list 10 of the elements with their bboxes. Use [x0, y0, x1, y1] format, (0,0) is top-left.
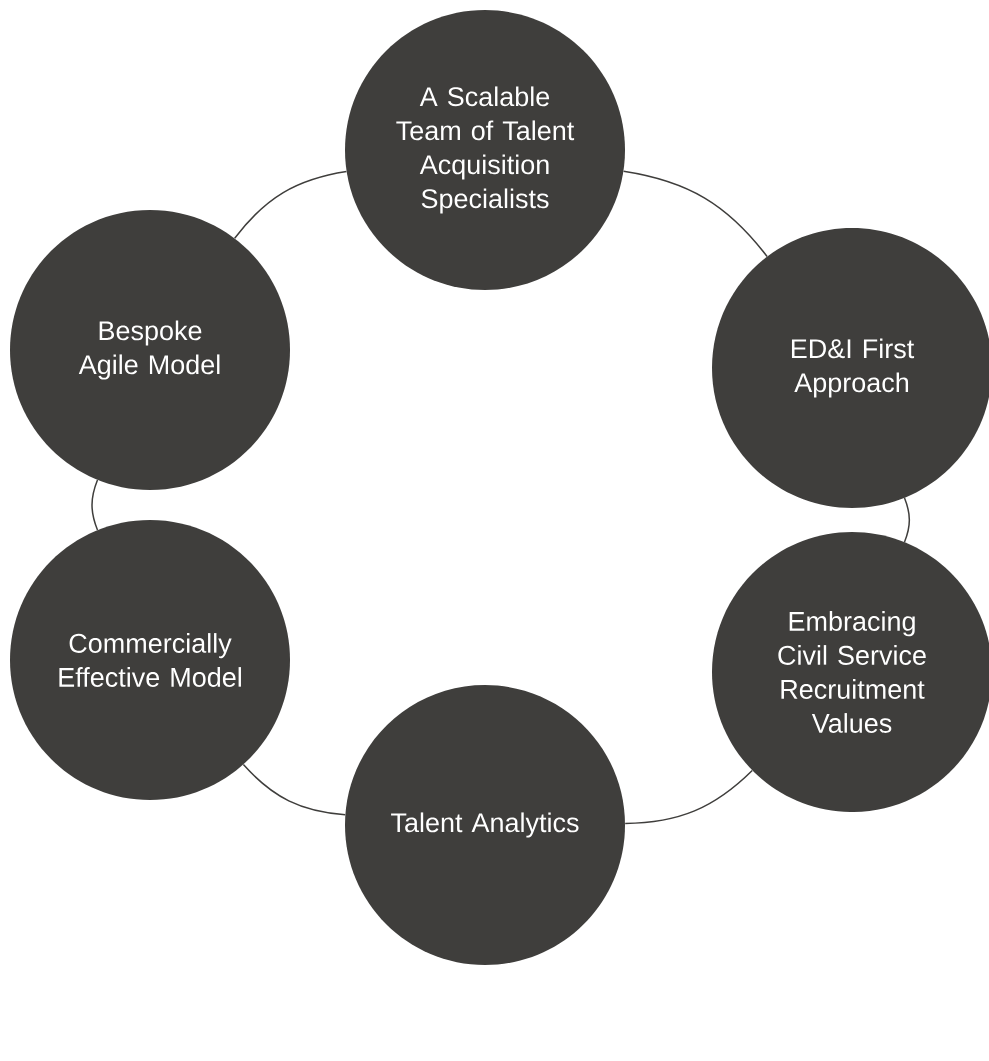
ring-connector — [622, 170, 768, 258]
circle-node: Talent Analytics — [345, 685, 625, 965]
ring-connector — [233, 170, 348, 240]
circle-node: A Scalable Team of Talent Acquisition Specialists — [345, 10, 625, 290]
circle-node: Bespoke Agile Model — [10, 210, 290, 490]
ring-connector — [242, 763, 346, 816]
ring-connector — [903, 497, 911, 543]
ring-connector — [624, 769, 753, 825]
circle-node: Commercially Effective Model — [10, 520, 290, 800]
ring-connector — [91, 479, 99, 531]
